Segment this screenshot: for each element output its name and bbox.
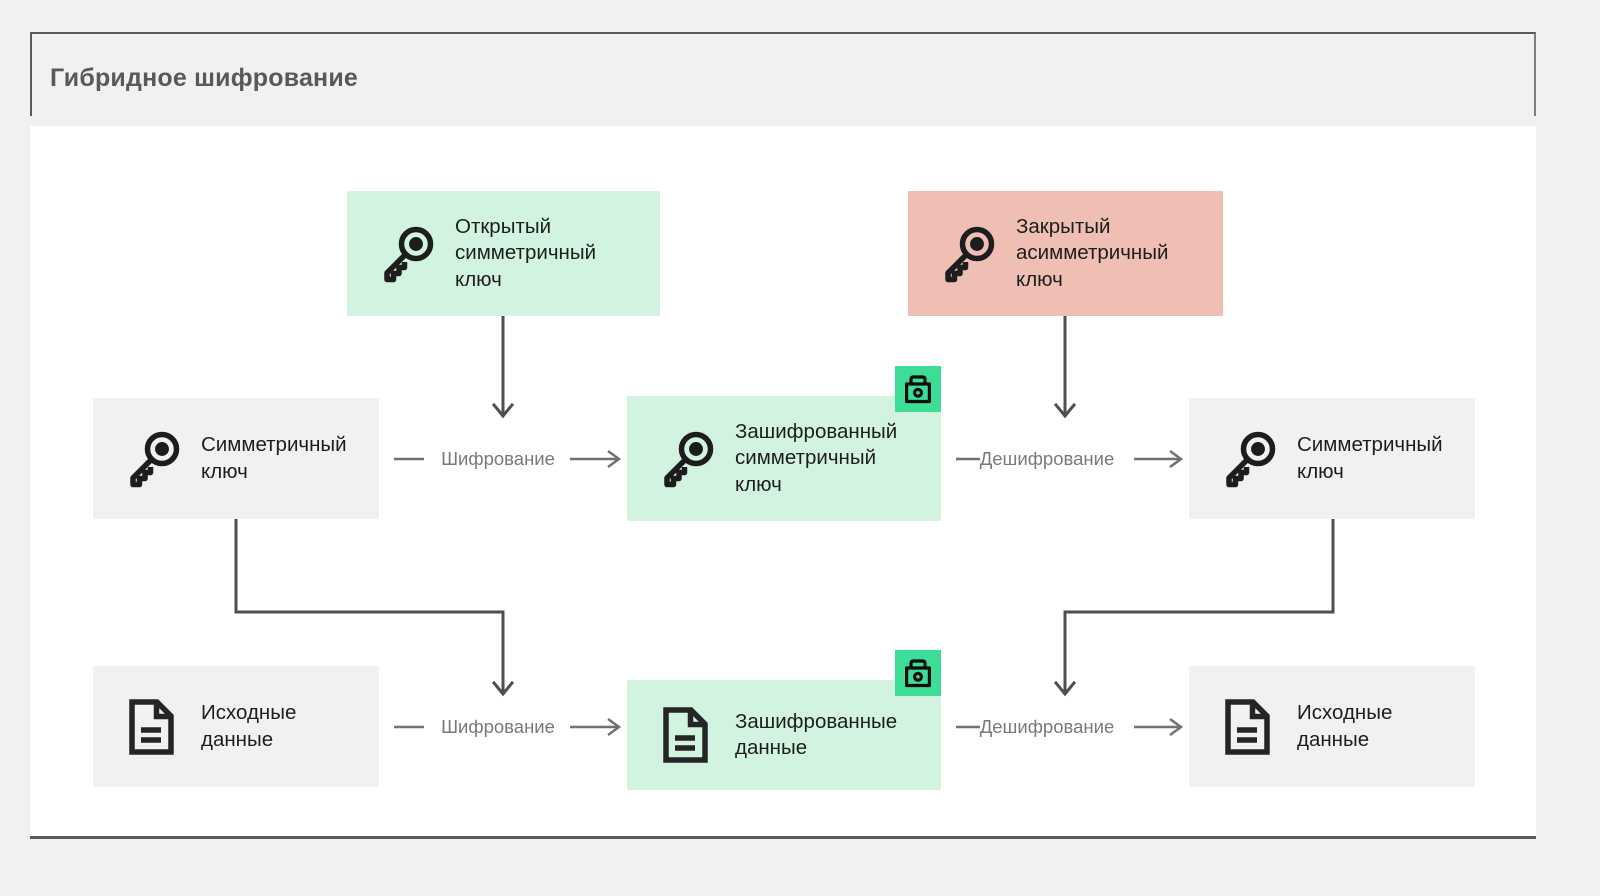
lock-icon [904,659,931,688]
node-encrypted-symmetric-key[interactable]: Зашифрованный симметричный ключ [627,396,941,521]
node-public-symmetric-key[interactable]: Открытый симметричный ключ [347,191,660,316]
node-label: Зашифрованный симметричный ключ [735,420,898,496]
edge-label-encrypt-key: Шифрование [441,448,555,469]
document-icon [123,695,183,759]
key-icon [123,427,183,491]
node-label: Закрытый асимметричный ключ [1016,215,1169,291]
node-symmetric-key-left[interactable]: Симметричный ключ [93,398,379,519]
edge-label-decrypt-key: Дешифрование [979,448,1115,469]
edge-label-decrypt-data: Дешифрование [979,716,1115,737]
node-encrypted-data[interactable]: Зашифрованные данные [627,680,941,790]
key-icon [657,427,717,491]
edge-label-encrypt-data: Шифрование [441,716,555,737]
node-private-asymmetric-key[interactable]: Закрытый асимметричный ключ [908,191,1223,316]
node-label: Симметричный ключ [1297,433,1443,483]
node-label: Открытый симметричный ключ [455,215,597,291]
node-label: Симметричный ключ [201,433,347,483]
node-source-data-right[interactable]: Исходные данные [1189,666,1475,787]
node-symmetric-key-right[interactable]: Симметричный ключ [1189,398,1475,519]
key-icon [938,222,998,286]
node-label: Исходные данные [201,701,297,751]
frame-header: Гибридное шифрование [30,32,1536,116]
document-icon [657,703,717,767]
node-source-data-left[interactable]: Исходные данные [93,666,379,787]
key-icon [1219,427,1279,491]
node-label: Исходные данные [1297,701,1393,751]
key-icon [377,222,437,286]
lock-badge-encrypted-data [895,650,941,696]
lock-icon [904,375,931,404]
page-title: Гибридное шифрование [50,64,359,92]
document-icon [1219,695,1279,759]
lock-badge-encrypted-symmetric-key [895,366,941,412]
node-label: Зашифрованные данные [735,709,898,759]
